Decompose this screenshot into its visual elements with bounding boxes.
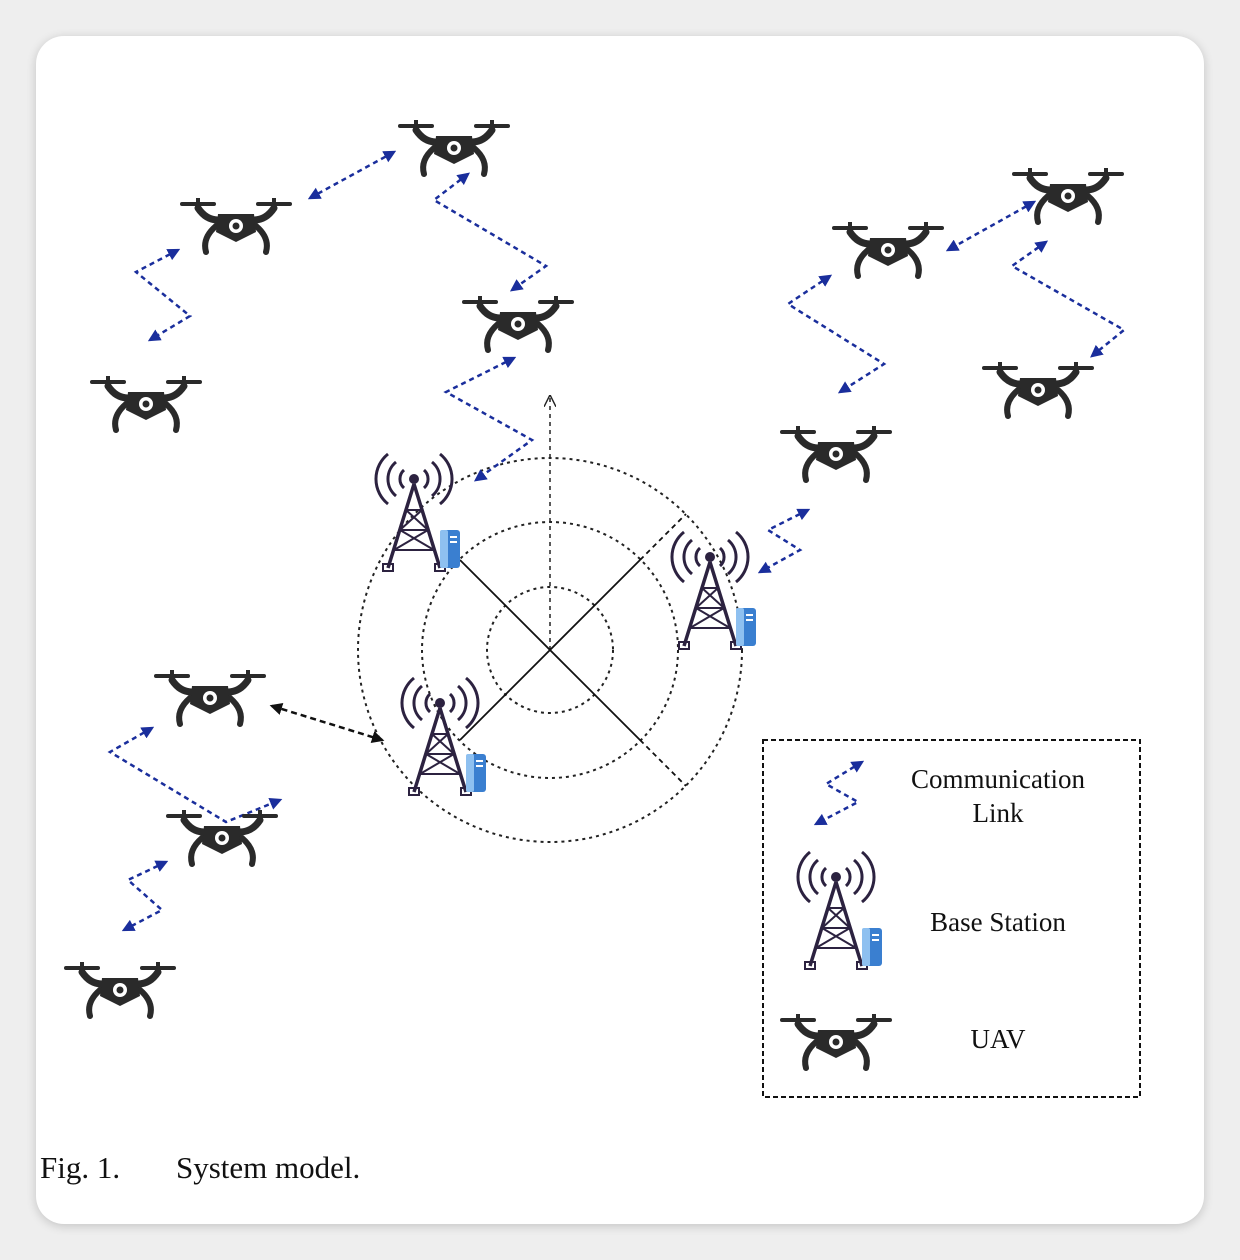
uav-icon — [1012, 168, 1124, 222]
uav-icon — [398, 120, 510, 174]
uav-icon — [982, 362, 1094, 416]
uav-icon — [180, 198, 292, 252]
figure-caption: Fig. 1. System model. — [40, 1150, 360, 1186]
caption-number: Fig. 1. — [40, 1150, 121, 1185]
black-link — [269, 702, 385, 744]
uav-icon — [64, 962, 176, 1016]
base-station-icon — [400, 676, 488, 797]
legend-uav-label: UAV — [970, 1024, 1026, 1054]
uav-icon — [832, 222, 944, 276]
uav-icon — [780, 426, 892, 480]
coverage-rings — [357, 396, 743, 843]
uav-icon — [154, 670, 266, 724]
legend-box — [762, 739, 1141, 1098]
base-station-icon — [374, 452, 462, 573]
uav-icon — [166, 810, 278, 864]
caption-text: System model. — [176, 1150, 361, 1185]
communication-links — [107, 150, 1127, 932]
legend-base-station-label: Base Station — [930, 907, 1066, 937]
legend-link-label: Communication Link — [868, 762, 1128, 830]
uav-icon — [90, 376, 202, 430]
legend-link-label-line1: Communication — [911, 764, 1085, 794]
legend-link-label-line2: Link — [972, 798, 1024, 828]
uav-icon — [462, 296, 574, 350]
